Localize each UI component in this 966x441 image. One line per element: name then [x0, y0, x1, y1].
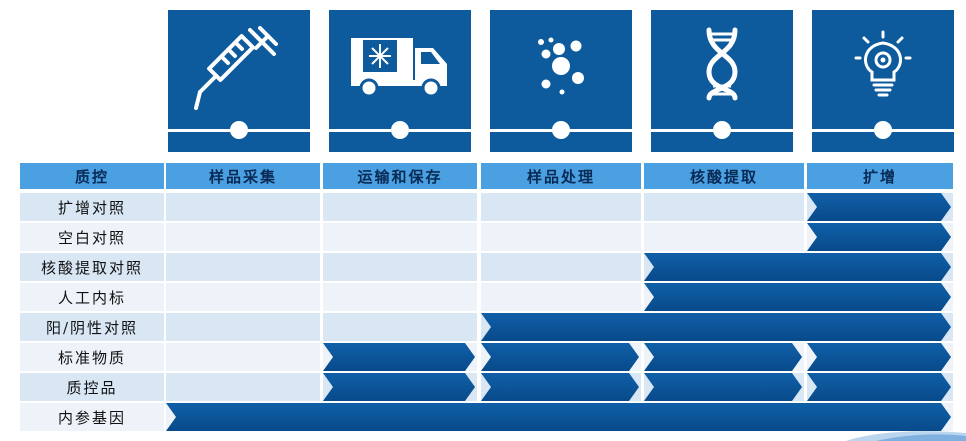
cold-chain-truck-icon — [351, 38, 447, 98]
header-stage-3: 样品处理 — [481, 163, 641, 189]
table-cell — [323, 283, 477, 311]
stage-tile-amplification — [812, 10, 954, 152]
table-cell — [166, 373, 320, 401]
stage-tile-nucleic-acid-extraction — [651, 10, 793, 152]
coverage-arrow — [807, 193, 951, 221]
table-cell — [166, 253, 320, 281]
stage-tile-transport — [329, 10, 471, 152]
table-cell — [323, 253, 477, 281]
table-cell — [323, 313, 477, 341]
table-cell — [166, 313, 320, 341]
stage-tile-sample-processing — [490, 10, 632, 152]
coverage-arrow — [323, 373, 475, 401]
lightbulb-icon — [854, 30, 912, 97]
stage-tile-sample-collection — [168, 10, 310, 152]
table-cell — [166, 193, 320, 221]
table-cell — [166, 283, 320, 311]
table-cell — [481, 253, 641, 281]
table-cell — [644, 223, 804, 251]
coverage-arrow — [644, 343, 802, 371]
coverage-arrow — [481, 373, 639, 401]
row-label: 核酸提取对照 — [20, 253, 164, 281]
table-cell — [323, 223, 477, 251]
table-cell — [644, 193, 804, 221]
timeline-dot — [230, 121, 248, 139]
table-cell — [323, 193, 477, 221]
header-stage-1: 样品采集 — [166, 163, 320, 189]
row-label: 人工内标 — [20, 283, 164, 311]
syringe-icon — [194, 26, 278, 110]
row-label: 阳/阴性对照 — [20, 313, 164, 341]
coverage-arrow — [644, 283, 951, 311]
coverage-arrow — [807, 223, 951, 251]
row-label: 质控品 — [20, 373, 164, 401]
coverage-arrow — [807, 343, 951, 371]
row-label: 内参基因 — [20, 403, 164, 431]
timeline-dot — [713, 121, 731, 139]
coverage-arrow — [807, 373, 951, 401]
header-stage-4: 核酸提取 — [644, 163, 804, 189]
coverage-arrow — [481, 343, 639, 371]
table-cell — [166, 223, 320, 251]
coverage-arrow — [323, 343, 475, 371]
header-qc: 质控 — [20, 163, 164, 189]
coverage-arrow — [644, 373, 802, 401]
header-stage-2: 运输和保存 — [323, 163, 477, 189]
row-label: 扩增对照 — [20, 193, 164, 221]
row-label: 标准物质 — [20, 343, 164, 371]
table-cell — [481, 223, 641, 251]
bubbles-icon — [538, 37, 584, 95]
timeline-dot — [391, 121, 409, 139]
header-stage-5: 扩增 — [807, 163, 953, 189]
table-cell — [166, 343, 320, 371]
coverage-arrow — [481, 313, 951, 341]
dna-icon — [706, 27, 738, 101]
decorative-swoosh — [846, 431, 966, 441]
coverage-arrow — [166, 403, 951, 431]
timeline-dot — [552, 121, 570, 139]
coverage-arrow — [644, 253, 951, 281]
table-cell — [481, 193, 641, 221]
table-cell — [481, 283, 641, 311]
row-label: 空白对照 — [20, 223, 164, 251]
timeline-dot — [874, 121, 892, 139]
